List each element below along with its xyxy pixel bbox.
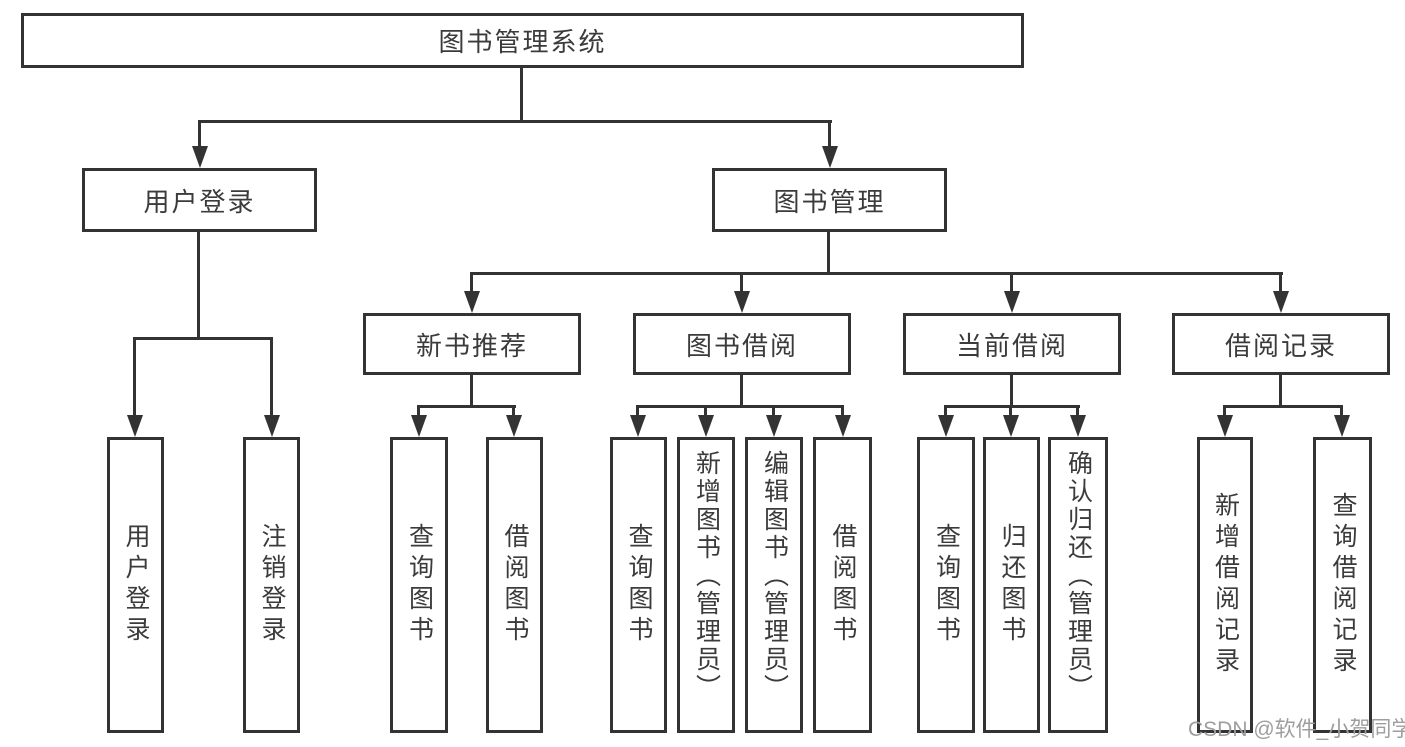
connector-line xyxy=(470,272,1283,275)
connector-line xyxy=(512,405,515,417)
connector-line xyxy=(740,375,743,408)
node-label: 借阅图书 xyxy=(501,523,529,647)
node-label: 确认归还（管理员） xyxy=(1064,450,1093,702)
connector-line xyxy=(636,405,639,417)
node-label: 借阅图书 xyxy=(829,523,857,647)
node-label: 新增图书（管理员） xyxy=(692,450,721,702)
connector-line xyxy=(1076,405,1079,417)
connector-line xyxy=(417,405,516,408)
node-user-login-branch: 用户登录 xyxy=(82,168,317,232)
arrowhead-down xyxy=(1004,291,1020,313)
node-label: 借阅记录 xyxy=(1224,330,1337,361)
node-book-management-branch: 图书管理 xyxy=(712,168,947,232)
node-label: 用户登录 xyxy=(122,523,150,647)
connector-line xyxy=(198,120,201,148)
node-user-login: 用户登录 xyxy=(107,437,164,733)
node-book-management-system: 图书管理系统 xyxy=(21,13,1024,68)
arrowhead-down xyxy=(1334,415,1350,437)
node-label: 归还图书 xyxy=(998,523,1026,647)
connector-line xyxy=(1223,405,1226,417)
node-new-book-recommend: 新书推荐 xyxy=(363,313,581,375)
connector-line xyxy=(270,337,273,417)
connector-line xyxy=(740,272,743,293)
node-add-book-admin: 新增图书（管理员） xyxy=(677,437,735,733)
node-label: 查询借阅记录 xyxy=(1329,492,1357,678)
connector-line xyxy=(636,405,844,408)
node-logout: 注销登录 xyxy=(243,437,300,733)
arrowhead-down xyxy=(835,415,851,437)
node-label: 新增借阅记录 xyxy=(1211,492,1240,678)
arrowhead-down xyxy=(127,415,143,437)
arrowhead-down xyxy=(192,146,208,168)
arrowhead-down xyxy=(1070,415,1086,437)
connector-line xyxy=(470,272,473,293)
connector-line xyxy=(470,375,473,408)
node-label: 图书管理 xyxy=(773,186,886,217)
node-label: 查询图书 xyxy=(932,523,961,647)
arrowhead-down xyxy=(698,415,714,437)
node-borrowing-records: 借阅记录 xyxy=(1172,313,1390,375)
connector-line xyxy=(704,405,707,417)
arrowhead-down xyxy=(822,146,838,168)
connector-line xyxy=(1009,405,1012,417)
node-label: 编辑图书（管理员） xyxy=(760,450,789,702)
node-book-borrowing: 图书借阅 xyxy=(633,313,851,375)
connector-line xyxy=(520,68,523,123)
connector-line xyxy=(1010,375,1013,408)
node-add-borrow-record: 新增借阅记录 xyxy=(1197,437,1253,733)
node-label: 新书推荐 xyxy=(415,330,528,361)
node-query-books-1: 查询图书 xyxy=(390,437,448,733)
node-label: 当前借阅 xyxy=(955,330,1068,361)
connector-line xyxy=(1340,405,1343,417)
node-query-borrow-record: 查询借阅记录 xyxy=(1313,437,1372,733)
connector-line xyxy=(417,405,420,417)
connector-line xyxy=(841,405,844,417)
connector-line xyxy=(827,232,830,275)
connector-line xyxy=(133,337,136,417)
connector-line xyxy=(1279,375,1282,408)
arrowhead-down xyxy=(630,415,646,437)
node-borrow-books-1: 借阅图书 xyxy=(486,437,543,733)
connector-line xyxy=(1279,272,1282,293)
arrowhead-down xyxy=(1003,415,1019,437)
node-confirm-return-admin: 确认归还（管理员） xyxy=(1048,437,1108,733)
node-label: 图书借阅 xyxy=(685,330,798,361)
node-label: 用户登录 xyxy=(143,186,256,217)
node-borrow-books-2: 借阅图书 xyxy=(813,437,872,733)
node-label: 注销登录 xyxy=(258,523,286,647)
csdn-watermark: CSDN @软件_小贺同学 xyxy=(1188,718,1405,741)
connector-line xyxy=(828,120,831,148)
arrowhead-down xyxy=(1273,291,1289,313)
arrowhead-down xyxy=(766,415,782,437)
node-label: 图书管理系统 xyxy=(438,27,607,57)
arrowhead-down xyxy=(464,291,480,313)
node-return-books: 归还图书 xyxy=(983,437,1040,733)
arrowhead-down xyxy=(506,415,522,437)
connector-line xyxy=(1223,405,1343,408)
arrowhead-down xyxy=(264,415,280,437)
connector-line xyxy=(133,337,273,340)
node-current-borrowing: 当前借阅 xyxy=(903,313,1121,375)
arrowhead-down xyxy=(1217,415,1233,437)
connector-line xyxy=(197,232,200,340)
node-query-books-2: 查询图书 xyxy=(610,437,667,733)
arrowhead-down xyxy=(411,415,427,437)
connector-line xyxy=(198,120,832,123)
node-label: 查询图书 xyxy=(405,523,434,647)
node-query-books-3: 查询图书 xyxy=(917,437,975,733)
arrowhead-down xyxy=(938,415,954,437)
node-label: 查询图书 xyxy=(625,523,653,647)
connector-line xyxy=(1010,272,1013,293)
connector-line xyxy=(772,405,775,417)
connector-line xyxy=(944,405,947,417)
arrowhead-down xyxy=(734,291,750,313)
node-edit-book-admin: 编辑图书（管理员） xyxy=(745,437,803,733)
connector-line xyxy=(944,405,1080,408)
